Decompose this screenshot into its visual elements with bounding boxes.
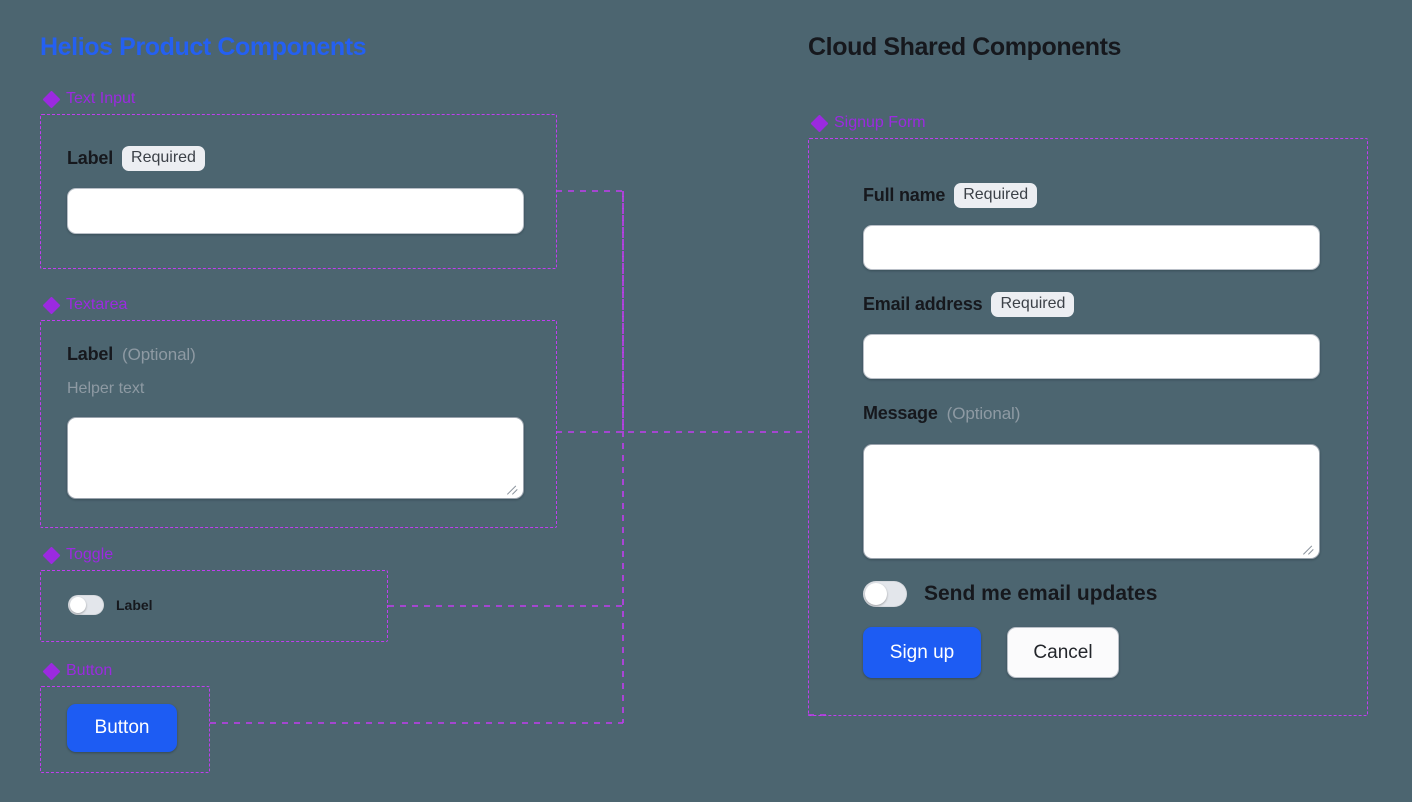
- region-button: [40, 686, 210, 773]
- textarea-label-row: Label (Optional): [67, 344, 196, 365]
- text-input-label-row: Label Required: [67, 146, 205, 171]
- section-header-text-input: Text Input: [42, 90, 136, 108]
- section-label: Text Input: [66, 90, 136, 107]
- field-label: Message: [863, 403, 938, 423]
- toggle-switch[interactable]: [863, 581, 907, 607]
- region-signup-form: [808, 138, 1368, 716]
- text-input-field[interactable]: [67, 188, 524, 234]
- section-label: Signup Form: [834, 114, 926, 131]
- textarea-field-wrap: [67, 417, 524, 499]
- message-label-row: Message (Optional): [863, 403, 1020, 424]
- message-textarea-wrap: [863, 444, 1320, 559]
- section-label: Button: [66, 662, 113, 679]
- full-name-label-row: Full name Required: [863, 183, 1038, 208]
- status-badge: Required: [122, 146, 205, 171]
- resize-handle-icon[interactable]: [506, 482, 520, 496]
- resize-handle-icon[interactable]: [1302, 542, 1316, 556]
- status-badge: Required: [991, 292, 1075, 317]
- signup-cancel-button[interactable]: Cancel: [1007, 627, 1119, 678]
- page-title-cloud: Cloud Shared Components: [808, 33, 1122, 61]
- section-header-signup-form: Signup Form: [810, 114, 926, 132]
- region-toggle: [40, 570, 388, 642]
- message-textarea[interactable]: [864, 445, 1319, 558]
- field-label: Email address: [863, 293, 983, 314]
- page-title-helios: Helios Product Components: [40, 33, 367, 61]
- diamond-icon: [42, 90, 61, 108]
- optional-tag: (Optional): [946, 403, 1021, 423]
- connector-text-input: [556, 190, 624, 432]
- toggle-knob: [865, 583, 887, 605]
- field-label: Label: [67, 147, 114, 168]
- toggle-knob: [70, 597, 86, 613]
- toggle-label: Label: [116, 597, 153, 613]
- section-label: Toggle: [66, 546, 114, 563]
- toggle-row[interactable]: Label: [68, 595, 153, 615]
- section-header-textarea: Textarea: [42, 296, 128, 314]
- email-updates-toggle-row[interactable]: Send me email updates: [863, 581, 1157, 607]
- section-header-button: Button: [42, 662, 113, 680]
- field-label: Full name: [863, 184, 946, 205]
- signup-submit-button[interactable]: Sign up: [863, 627, 981, 678]
- email-label-row: Email address Required: [863, 292, 1075, 317]
- status-badge: Required: [954, 183, 1038, 208]
- toggle-label: Send me email updates: [924, 582, 1158, 605]
- diamond-icon: [810, 114, 829, 132]
- field-label: Label: [67, 344, 114, 364]
- toggle-switch[interactable]: [68, 595, 104, 615]
- helper-text: Helper text: [67, 380, 145, 397]
- diamond-icon: [42, 296, 61, 314]
- diamond-icon: [42, 662, 61, 680]
- demo-button[interactable]: Button: [67, 704, 177, 752]
- diamond-icon: [42, 546, 61, 564]
- section-header-toggle: Toggle: [42, 546, 114, 564]
- optional-tag: (Optional): [122, 344, 196, 364]
- email-input[interactable]: [863, 334, 1320, 379]
- section-label: Textarea: [66, 296, 128, 313]
- textarea-field[interactable]: [68, 418, 523, 498]
- full-name-input[interactable]: [863, 225, 1320, 270]
